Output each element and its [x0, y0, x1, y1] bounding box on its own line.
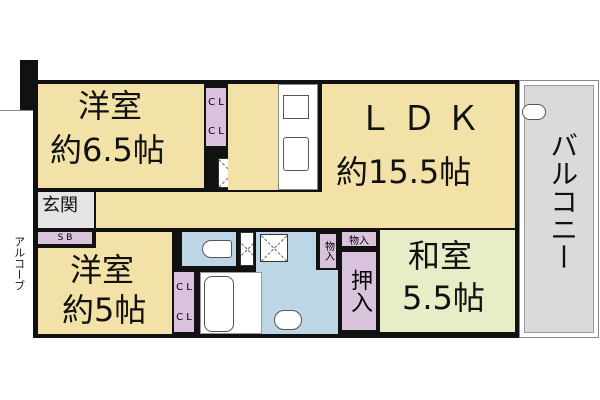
- top-left-wall-block: [20, 60, 38, 110]
- closet-2: C L C L: [172, 270, 196, 334]
- western-room-2-size: 約5帖: [62, 291, 147, 329]
- western-room-2-name: 洋室: [70, 251, 135, 289]
- closet-1: C L C L: [204, 86, 228, 148]
- shoe-box-label: S B: [57, 233, 73, 243]
- storage-small-label: 物入: [322, 241, 334, 261]
- entrance-label: 玄関: [42, 195, 78, 216]
- shoe-box: S B: [36, 230, 94, 246]
- pipe-space-2: [240, 232, 254, 266]
- washroom-extra: [316, 270, 338, 334]
- western-room-1: 洋室 約6.5帖: [38, 84, 204, 188]
- oshiire: 押入: [340, 250, 378, 332]
- western-room-2-upper: [96, 232, 172, 252]
- storage-monoire: 物入: [340, 230, 378, 248]
- alcove-label: アルコーブ: [12, 236, 26, 291]
- balcony: バルコニー: [519, 80, 599, 338]
- western-room-2: 洋室 約5帖: [38, 248, 172, 334]
- bathroom: [200, 272, 262, 334]
- western-room-1-size: 約6.5帖: [50, 131, 165, 169]
- ldk: ＬＤＫ 約15.5帖: [322, 84, 515, 228]
- toilet-room: [182, 232, 236, 266]
- japanese-room: 和室 5.5帖: [380, 230, 515, 332]
- stove-icon: [283, 95, 309, 119]
- ldk-name: ＬＤＫ: [358, 99, 490, 139]
- storage-monoire-label: 物入: [349, 236, 369, 247]
- ac-unit: [522, 104, 546, 120]
- japanese-room-name: 和室: [408, 237, 473, 275]
- entrance: 玄関: [38, 192, 94, 228]
- bathtub-icon: [204, 276, 234, 332]
- japanese-room-size: 5.5帖: [402, 279, 485, 317]
- ldk-kitchen-area: [228, 84, 278, 190]
- closet-label: C L: [208, 126, 224, 137]
- toilet-icon: [202, 240, 232, 258]
- kitchen-sink-icon: [283, 137, 309, 171]
- closet-label: C L: [176, 281, 192, 293]
- alcove: [0, 110, 33, 338]
- storage-small: 物入: [318, 232, 338, 270]
- oshiire-label: 押入: [347, 269, 372, 313]
- western-room-1-name: 洋室: [78, 87, 143, 125]
- washroom: [256, 232, 316, 334]
- corridor: [96, 192, 324, 228]
- washer-space: [260, 234, 288, 262]
- closet-label: C L: [176, 311, 192, 323]
- balcony-label: バルコニー: [546, 131, 580, 271]
- kitchen-counter: [278, 84, 318, 190]
- sink-icon: [274, 310, 302, 330]
- closet-label: C L: [208, 97, 224, 108]
- ldk-size: 約15.5帖: [336, 153, 472, 191]
